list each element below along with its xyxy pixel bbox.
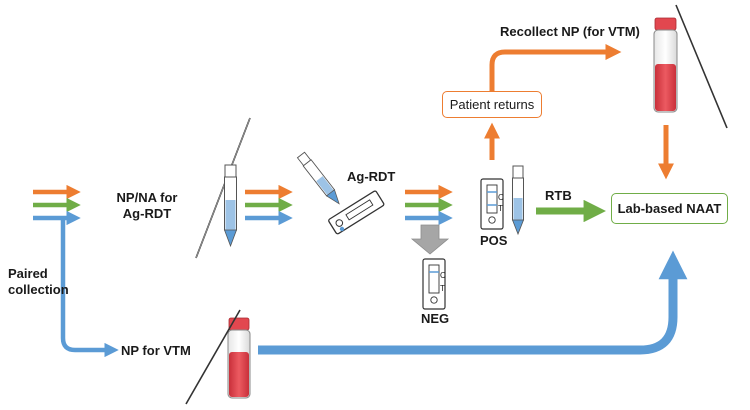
vtm-tube-bottom-icon: [227, 317, 251, 399]
paired-collection-label: Paired collection: [8, 266, 69, 298]
pos-label: POS: [480, 233, 508, 248]
pos-test-mark: T: [498, 204, 503, 213]
np-for-vtm-label: NP for VTM: [121, 343, 191, 358]
ag-rdt-label: Ag-RDT: [347, 169, 396, 184]
pos-sample-tube-icon: [511, 165, 525, 236]
patient-returns-box: Patient returns: [442, 91, 542, 118]
neg-label: NEG: [421, 311, 450, 326]
paired-label-line2: collection: [8, 282, 69, 297]
input-arrows: [33, 184, 81, 226]
middle-arrows: [245, 184, 293, 226]
negative-arrow: [410, 224, 450, 255]
buffer-tube-icon: [223, 164, 238, 248]
neg-test-strip-icon: [422, 258, 446, 310]
vtm-tube-top-icon: [653, 17, 678, 113]
np-na-label: NP/NA for Ag-RDT: [108, 190, 186, 222]
result-arrows: [405, 184, 453, 226]
paired-label-line1: Paired: [8, 266, 48, 281]
pos-control-mark: C: [498, 193, 504, 202]
neg-control-mark: C: [440, 271, 446, 280]
dropper-icon: [296, 151, 345, 232]
pos-test-strip-icon: [480, 178, 504, 230]
ag-rdt-cassette-icon: [328, 190, 385, 235]
swab-top-icon: [675, 4, 728, 129]
paired-collection-arrow: [60, 220, 119, 358]
vtm-to-lab-arrow: [258, 250, 688, 355]
swab-bottom-icon: [185, 309, 241, 405]
np-na-label-line2: Ag-RDT: [122, 206, 172, 221]
lab-naat-box: Lab-based NAAT: [611, 193, 728, 224]
recollect-arrow: [489, 43, 622, 91]
neg-test-mark: T: [440, 284, 445, 293]
rtb-label: RTB: [545, 188, 572, 203]
swab-icon: [195, 117, 251, 259]
np-na-label-line1: NP/NA for: [116, 190, 178, 205]
recollect-label: Recollect NP (for VTM): [500, 24, 640, 39]
